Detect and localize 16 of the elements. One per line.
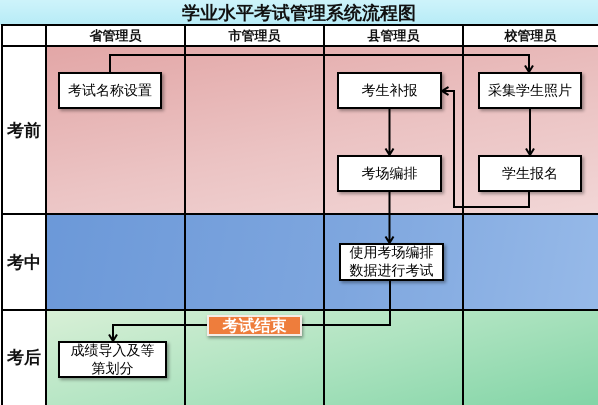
flow-arrow — [384, 109, 394, 156]
title-banner: 学业水平考试管理系统流程图 — [0, 0, 598, 25]
process-box: 学生报名 — [478, 155, 582, 192]
flow-arrow — [441, 86, 530, 208]
process-box: 采集学生照片 — [478, 72, 582, 109]
flow-arrow — [109, 54, 534, 73]
process-box: 考试名称设置 — [58, 72, 162, 109]
process-box: 考场编排 — [337, 155, 442, 192]
flow-arrow — [525, 109, 535, 156]
connector-line — [302, 281, 391, 326]
flow-arrow — [108, 324, 207, 342]
status-tag: 考试结束 — [207, 315, 302, 336]
process-box: 考生补报 — [337, 72, 442, 109]
process-box: 成绩导入及等第划分 — [58, 341, 167, 378]
flow-arrow — [384, 192, 394, 244]
process-box: 使用考场编排数据进行考试 — [339, 243, 444, 281]
